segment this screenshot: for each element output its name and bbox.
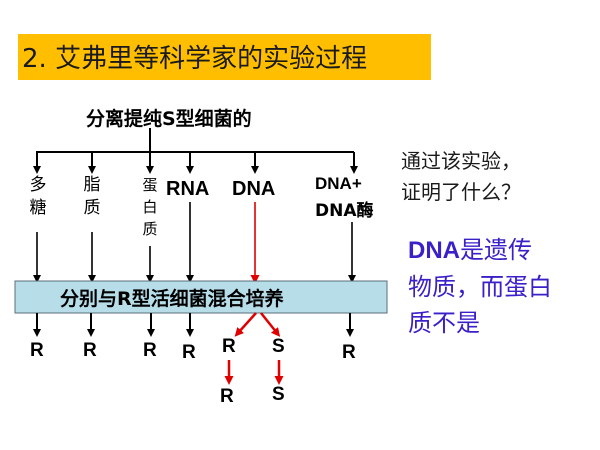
question-line-1: 通过该实验， xyxy=(401,149,521,173)
answer-line-3: 质不是 xyxy=(408,309,480,337)
result-dna-r-next: R xyxy=(220,386,234,407)
culture-box xyxy=(14,280,388,314)
answer-line-1-rest: 是遗传 xyxy=(460,236,532,264)
result-dna-s-next: S xyxy=(272,384,285,405)
component-dna-enzyme-line1: DNA+ xyxy=(315,174,362,193)
component-polysaccharide: 多糖 xyxy=(29,175,47,218)
title-bar xyxy=(18,34,431,80)
arrow-result-dna-s xyxy=(260,312,281,337)
component-dna-enzyme-line2: DNA酶 xyxy=(315,201,374,221)
page-title: 2. 艾弗里等科学家的实验过程 xyxy=(22,44,368,74)
answer-line-2: 物质，而蛋白 xyxy=(408,273,552,301)
result-polysaccharide: R xyxy=(30,340,44,361)
question-line-2: 证明了什么？ xyxy=(401,180,521,204)
question-text: 通过该实验， 证明了什么？ xyxy=(401,146,521,208)
result-dna-enzyme: R xyxy=(342,342,356,363)
arrow-result-dna-r xyxy=(234,312,257,337)
component-rna: RNA xyxy=(166,178,210,200)
result-dna-s: S xyxy=(272,336,285,357)
answer-text: DNA是遗传 物质，而蛋白 质不是 xyxy=(408,232,552,341)
answer-line-1: DNA是遗传 xyxy=(408,232,552,269)
component-lipid: 脂质 xyxy=(83,175,101,218)
result-protein: R xyxy=(143,340,157,361)
component-protein: 蛋白质 xyxy=(142,176,158,238)
component-dna: DNA xyxy=(232,178,276,200)
source-label: 分离提纯S型细菌的 xyxy=(86,108,252,130)
answer-dna: DNA xyxy=(408,237,460,264)
result-dna-r: R xyxy=(222,336,236,357)
result-lipid: R xyxy=(83,340,97,361)
result-rna: R xyxy=(182,342,196,363)
culture-label: 分别与R型活细菌混合培养 xyxy=(60,288,284,310)
